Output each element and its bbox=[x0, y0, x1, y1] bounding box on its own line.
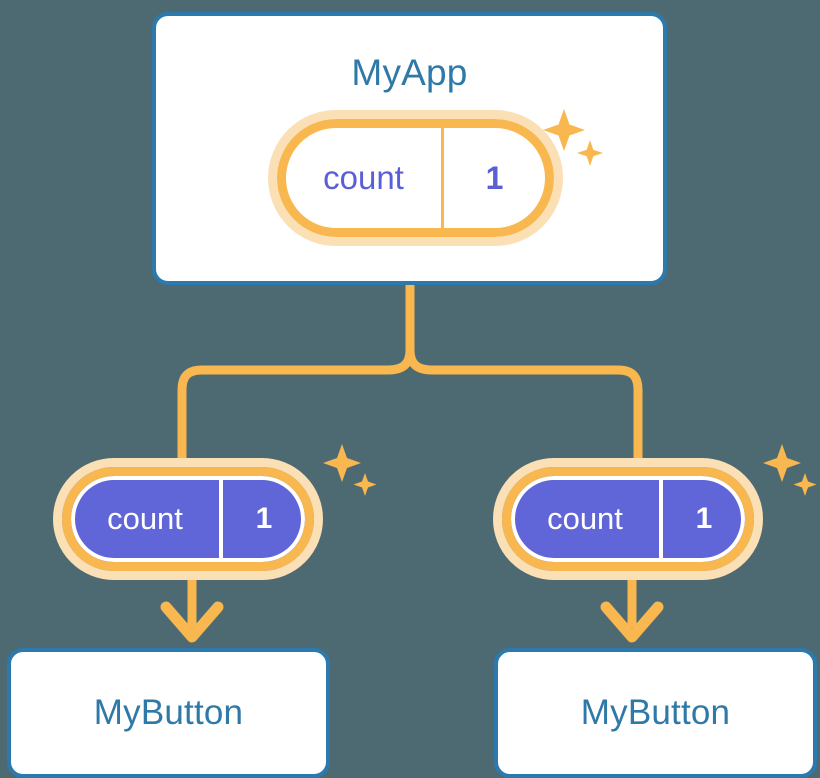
branch-connector bbox=[405, 281, 643, 475]
arrow-right-down bbox=[600, 572, 664, 643]
child-1-state-pill[interactable]: count 1 bbox=[53, 458, 323, 580]
myapp-state-value: 1 bbox=[441, 128, 545, 228]
arrow-left-down bbox=[160, 572, 224, 643]
child-2-state-key: count bbox=[547, 501, 623, 536]
child-1-state-pill-wrap: count 1 bbox=[53, 458, 323, 580]
child-2-state-value: 1 bbox=[659, 476, 745, 562]
myapp-state-pill[interactable]: count 1 bbox=[268, 110, 563, 246]
myapp-title: MyApp bbox=[351, 52, 468, 93]
child-2-button-label: MyButton bbox=[580, 693, 731, 732]
child-1-state-value: 1 bbox=[219, 476, 305, 562]
child-2-state-pill[interactable]: count 1 bbox=[493, 458, 763, 580]
child-2-button-card[interactable]: MyButton bbox=[494, 648, 817, 778]
child-1-button-card[interactable]: MyButton bbox=[7, 648, 330, 778]
child-1-button-label: MyButton bbox=[93, 693, 244, 732]
sparkle-icon bbox=[323, 444, 377, 496]
myapp-state-key: count bbox=[323, 159, 404, 196]
myapp-state-pill-wrap: count 1 bbox=[268, 110, 563, 246]
child-2-state-pill-wrap: count 1 bbox=[493, 458, 763, 580]
child-1-state-key: count bbox=[107, 501, 183, 536]
sparkle-icon bbox=[763, 444, 817, 496]
branch-connector-left bbox=[177, 345, 415, 475]
